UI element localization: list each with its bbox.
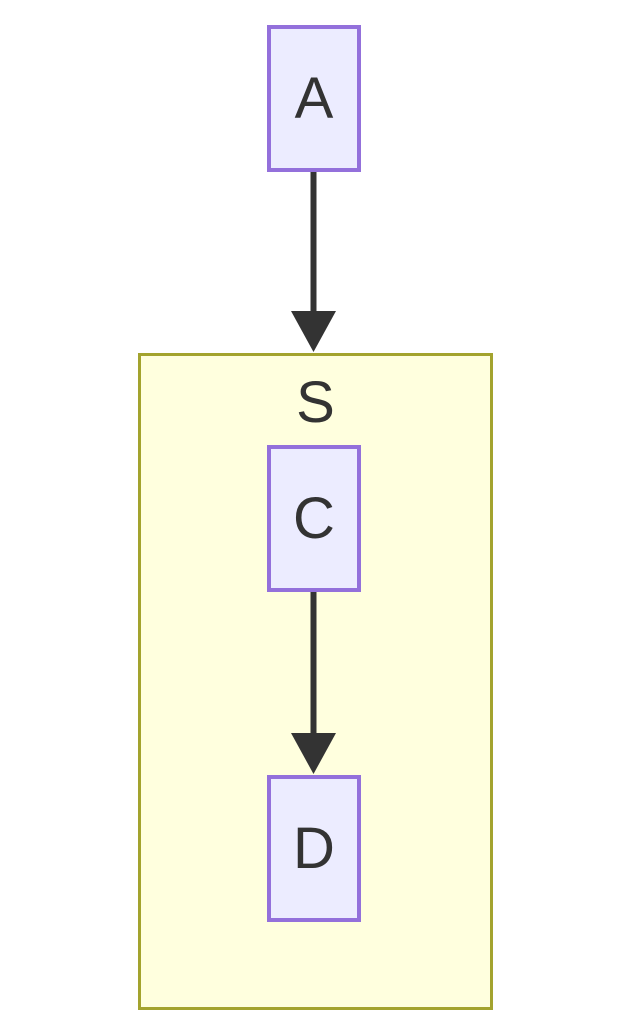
node-c: C bbox=[267, 445, 361, 592]
node-d: D bbox=[267, 775, 361, 922]
edge-a-to-s bbox=[291, 172, 336, 352]
node-c-label: C bbox=[293, 486, 335, 551]
node-a-label: A bbox=[294, 66, 334, 131]
node-d-label: D bbox=[293, 816, 335, 881]
node-a: A bbox=[267, 25, 361, 172]
subgraph-s-label: S bbox=[296, 370, 335, 435]
